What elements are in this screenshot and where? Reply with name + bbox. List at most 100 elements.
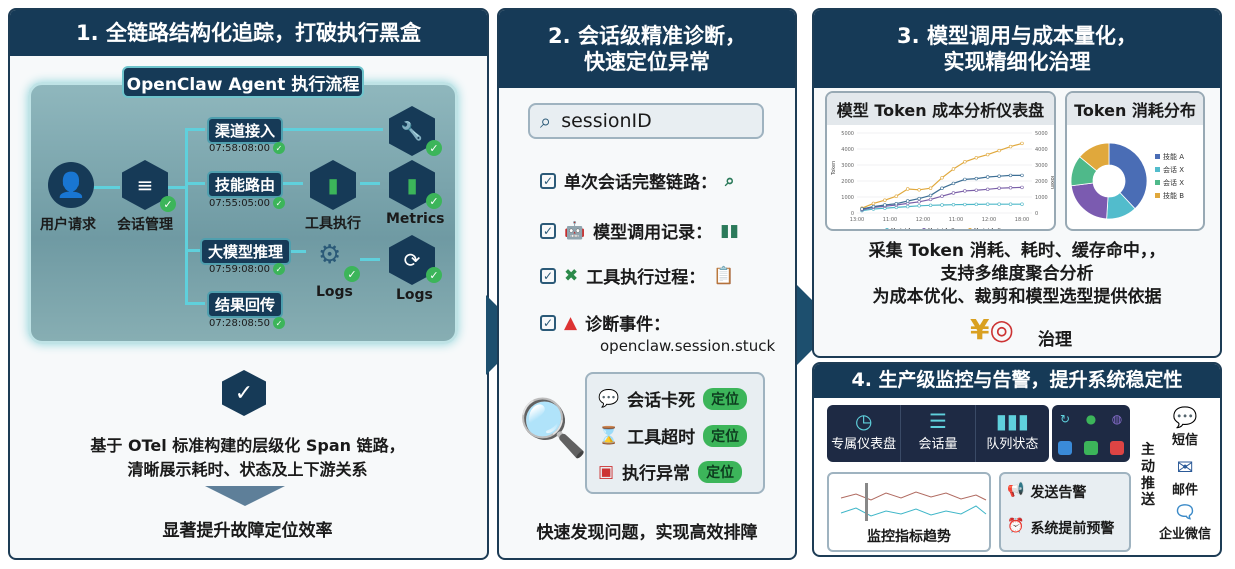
data-point (917, 196, 921, 201)
channel-label: 短信 (1171, 433, 1198, 448)
bar-chart-icon: ▮▮ (720, 220, 739, 241)
data-point (917, 188, 921, 192)
pie-slice (1079, 142, 1110, 172)
panel-tracing-title: 1. 全链路结构化追踪，打破执行黑盒 (10, 10, 487, 56)
data-point (951, 181, 956, 186)
data-point (871, 201, 876, 206)
step-diag-event: ✓▲诊断事件： (540, 310, 670, 335)
trend-card: 监控指标趋势 (827, 472, 991, 552)
arrow-line (360, 182, 380, 185)
flow-title: OpenClaw Agent 执行流程 (122, 66, 364, 98)
y-tick-label: 2000 (841, 179, 854, 185)
user-icon: 👤 (48, 162, 94, 208)
locate-badge[interactable]: 定位 (703, 387, 748, 410)
tile-dashboard[interactable]: ◷专属仪表盘 (827, 405, 900, 462)
data-point (1008, 202, 1013, 206)
panel-cost-title: 3. 模型调用与成本量化， 实现精细化治理 (814, 10, 1220, 88)
data-point (883, 203, 887, 207)
panel-cost-desc: 采集 Token 消耗、耗时、缓存命中，， 支持多维度聚合分析 为成本优化、裁剪… (814, 240, 1220, 309)
data-point (1020, 141, 1024, 146)
arrow-line (290, 250, 306, 253)
arrow-line (360, 258, 380, 261)
x-tick-label: 11:00 (883, 217, 897, 223)
x-tick-label: 18:00 (1015, 217, 1029, 223)
x-tick-label: 12:00 (982, 217, 996, 223)
trend-sparkline (840, 483, 987, 521)
logs-label: Logs (316, 284, 353, 300)
branch-time: 07:58:08:00✓ (209, 142, 286, 154)
data-point (974, 156, 978, 160)
y-tick-label: 0 (851, 211, 854, 217)
arrow-line (283, 182, 303, 185)
metrics-label: Metrics (386, 211, 445, 227)
battery-icon: ▮▮▮ (995, 409, 1029, 433)
data-point (894, 194, 898, 198)
data-point (894, 202, 898, 206)
data-point (963, 202, 967, 207)
weibo-icon (1110, 440, 1124, 455)
branch-llm-inference: 大模型推理 (200, 238, 292, 265)
data-point (883, 198, 887, 202)
panel-monitoring-title: 4. 生产级监控与告警，提升系统稳定性 (814, 364, 1220, 398)
data-point (963, 177, 967, 182)
desc-line: 基于 OTel 标准构建的层级化 Span 链路， (90, 436, 405, 455)
y-tick-label-right: 5000 (1035, 131, 1048, 137)
data-point (940, 186, 944, 190)
y-tick-label: 4000 (841, 147, 854, 153)
step-model-calls: ✓🤖模型调用记录：▮▮ (540, 218, 739, 243)
data-point (974, 176, 978, 181)
data-point (928, 186, 933, 190)
data-point (986, 202, 990, 206)
locate-badge[interactable]: 定位 (703, 424, 748, 447)
issue-session-stuck: 💬会话卡死定位 (598, 386, 748, 411)
legend-marker (968, 228, 972, 229)
arrow-line (92, 186, 120, 189)
arrow-line (283, 128, 383, 131)
step-tool-exec: ✓✖工具执行过程：📋 (540, 263, 734, 288)
logs-label: Logs (396, 287, 433, 303)
legend-label: 会话 X (1163, 178, 1184, 187)
arrow-line (185, 128, 205, 131)
data-point (928, 193, 933, 198)
checkbox-icon: ✓ (540, 172, 556, 189)
desc-line: 清晰展示耗时、状态及上下游关系 (127, 460, 368, 479)
app-icons: ↻●◍ (1052, 405, 1130, 462)
panel-tracing-result: 显著提升故障定位效率 (162, 521, 333, 541)
legend-marker (885, 228, 889, 229)
data-point (997, 174, 1001, 178)
clipboard-icon: 📋 (713, 265, 735, 286)
step-label: 工具执行过程： (586, 268, 706, 288)
y-tick-label-right: 1000 (1035, 195, 1048, 201)
channel-sms: 💬短信 (1160, 405, 1210, 448)
search-value: sessionID (561, 110, 652, 132)
tile-label: 会话量 (918, 437, 958, 452)
y-tick-label-right: 4000 (1035, 147, 1048, 153)
title-line: 2. 会话级精准诊断， (548, 23, 746, 48)
data-point (928, 197, 933, 202)
time-text: 07:59:08:00 (209, 263, 271, 275)
governance-label: 治理 (1038, 330, 1072, 350)
y-tick-label: 5000 (841, 131, 854, 137)
legend-label: Model A, C (974, 228, 1001, 231)
session-search-input[interactable]: ⌕ sessionID (528, 103, 764, 139)
channel-label: 邮件 (1171, 483, 1198, 498)
title-line: 3. 模型调用与成本量化， (897, 23, 1137, 48)
tile-sessions[interactable]: ☰会话量 (900, 405, 974, 462)
check-icon: ✓ (273, 197, 286, 209)
data-point (906, 204, 910, 209)
y-tick-label-right: 3000 (1035, 163, 1048, 169)
checkbox-icon: ✓ (540, 267, 556, 284)
data-point (997, 148, 1001, 153)
trend-label: 监控指标趋势 (867, 529, 951, 545)
alert-card: 📢发送告警 ⏰系统提前预警 (999, 472, 1131, 552)
gear-icon: ⚙ (318, 240, 342, 270)
tile-queue[interactable]: ▮▮▮队列状态 (974, 405, 1049, 462)
time-text: 07:55:05:00 (209, 197, 271, 209)
trace-search-icon: ⌕ (725, 170, 735, 191)
arrow-line (185, 128, 188, 303)
panel-diagnosis-title: 2. 会话级精准诊断， 快速定位异常 (499, 10, 795, 88)
legend-label: 技能 B (1163, 191, 1184, 200)
locate-badge[interactable]: 定位 (698, 460, 743, 483)
y-tick-label-right: 0 (1035, 211, 1038, 217)
